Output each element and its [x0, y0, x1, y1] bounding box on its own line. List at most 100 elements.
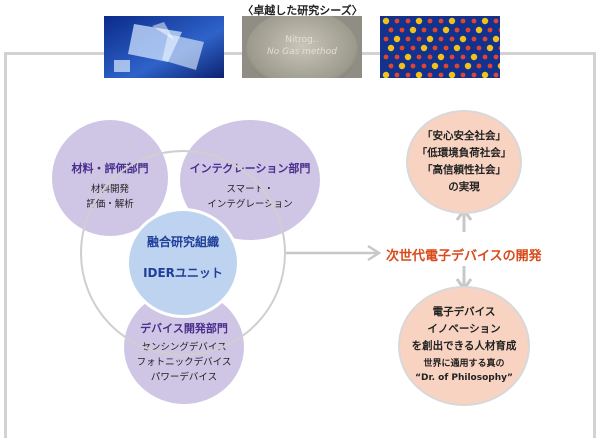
atom-dot	[437, 53, 445, 61]
society-line-1: 「安心安全社会」	[422, 130, 506, 142]
talent-line-1: 電子デバイス	[432, 306, 496, 318]
atom-dot	[443, 45, 449, 51]
atom-dot	[493, 18, 499, 24]
main-goal-label: 次世代電子デバイスの開発	[386, 249, 542, 264]
atom-dot	[498, 27, 500, 33]
atom-dot	[497, 62, 500, 70]
atom-dot	[405, 18, 411, 24]
society-line-2: 「低環境負荷社会」	[416, 147, 512, 159]
talent-line-2: イノベーション	[427, 323, 501, 335]
atom-dot	[404, 53, 412, 61]
atom-dot	[471, 18, 477, 24]
device-line-2: フォトニックデバイス	[136, 357, 232, 368]
atom-dot	[454, 27, 460, 33]
atom-dot	[427, 72, 433, 78]
atom-dot	[465, 45, 471, 51]
atom-lattice-photo	[380, 16, 500, 78]
atom-dot	[431, 62, 439, 70]
talent-sub-2: “Dr. of Philosophy”	[415, 373, 513, 383]
society-line-4: の実現	[448, 181, 480, 193]
atom-dot	[398, 62, 406, 70]
atom-dot	[421, 27, 427, 33]
atom-dot	[383, 54, 389, 60]
atom-dot	[464, 62, 472, 70]
atom-dot	[388, 63, 394, 69]
device-line-3: パワーデバイス	[150, 372, 218, 383]
atom-dot	[487, 27, 493, 33]
society-line-3: 「高信頼性社会」	[422, 164, 506, 176]
atom-dot	[382, 17, 390, 25]
atom-dot	[454, 63, 460, 69]
atom-dot	[432, 45, 438, 51]
atom-dot	[465, 27, 471, 33]
atom-dot	[471, 36, 477, 42]
crystal-photo	[104, 16, 224, 78]
atom-dot	[420, 44, 428, 52]
atom-dot	[459, 35, 467, 43]
atom-dot	[394, 18, 400, 24]
atom-dot	[438, 18, 444, 24]
atom-dot	[438, 36, 444, 42]
atom-dot	[427, 18, 433, 24]
atom-dot	[442, 26, 450, 34]
atom-dot	[416, 54, 422, 60]
atom-dot	[498, 45, 500, 51]
core-unit: IDERユニット	[143, 266, 223, 280]
atom-dot	[449, 36, 455, 42]
atom-dot	[476, 45, 482, 51]
atom-dot	[394, 72, 400, 78]
atom-dot	[493, 72, 499, 78]
atom-dot	[471, 72, 477, 78]
atom-dot	[399, 45, 405, 51]
wafer-text-1: Nitrog..	[285, 35, 318, 45]
atom-dot	[443, 63, 449, 69]
atom-dot	[482, 54, 488, 60]
society-circle: 「安心安全社会」 「低環境負荷社会」 「高信頼性社会」 の実現	[406, 110, 522, 214]
atom-dot	[475, 26, 483, 34]
atom-dot	[410, 45, 416, 51]
atom-dot	[399, 27, 405, 33]
atom-dot	[470, 53, 478, 61]
atom-dot	[460, 18, 466, 24]
atom-dot	[383, 36, 389, 42]
atom-dot	[421, 63, 427, 69]
atom-dot	[382, 71, 390, 78]
atom-dot	[481, 17, 489, 25]
core-title: 融合研究組織	[146, 235, 219, 249]
atom-dot	[405, 72, 411, 78]
talent-line-3: を創出できる人材育成	[411, 340, 517, 352]
atom-dot	[405, 36, 411, 42]
atom-dot	[448, 17, 456, 25]
atom-dot	[481, 71, 489, 78]
atom-dot	[393, 35, 401, 43]
atom-dot	[416, 36, 422, 42]
atom-dot	[493, 54, 499, 60]
atom-dot	[453, 44, 461, 52]
talent-circle: 電子デバイス イノベーション を創出できる人材育成 世界に通用する真の “Dr.…	[398, 286, 530, 406]
atom-dot	[486, 44, 494, 52]
atom-dot	[460, 54, 466, 60]
wafer-photo: Nitrog.. No Gas method	[242, 16, 362, 78]
core-circle: 融合研究組織 IDERユニット	[126, 208, 240, 318]
outer-ring	[80, 150, 286, 356]
atom-dot	[487, 63, 493, 69]
atom-dot	[409, 26, 417, 34]
wafer-text-2: No Gas method	[267, 47, 337, 57]
atom-dot	[449, 54, 455, 60]
atom-dot	[460, 72, 466, 78]
atom-dot	[427, 54, 433, 60]
atom-dot	[492, 35, 500, 43]
atom-dot	[415, 71, 423, 78]
atom-dot	[426, 35, 434, 43]
talent-sub-1: 世界に通用する真の	[423, 359, 505, 369]
atom-dot	[438, 72, 444, 78]
atom-dot	[432, 27, 438, 33]
atom-dot	[448, 71, 456, 78]
atom-dot	[387, 44, 395, 52]
atom-dot	[394, 54, 400, 60]
atom-dot	[482, 36, 488, 42]
atom-dot	[410, 63, 416, 69]
series-title: 〈卓越した研究シーズ〉	[242, 4, 363, 17]
atom-dot	[415, 17, 423, 25]
atom-dot	[388, 27, 394, 33]
